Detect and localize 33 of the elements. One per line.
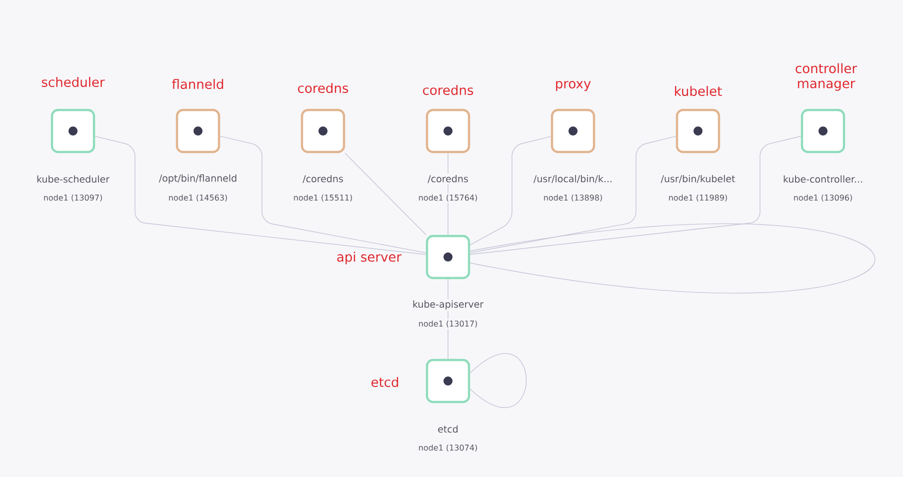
heading: etcd — [371, 376, 398, 388]
connector-line — [344, 152, 426, 236]
heading: coredns — [298, 82, 348, 94]
connector-line — [470, 136, 676, 254]
heading: flanneld — [172, 78, 224, 90]
process-name: /usr/bin/kubelet — [659, 173, 737, 185]
process-box — [300, 108, 346, 154]
process-name: /coredns — [426, 173, 470, 185]
heading: api server — [337, 252, 402, 264]
process-name: kube-apiserver — [410, 298, 486, 312]
connector-line — [470, 224, 876, 293]
process-name: etcd — [436, 424, 460, 434]
process-box — [426, 108, 470, 154]
heading: coredns — [423, 84, 474, 96]
connector-line — [470, 136, 552, 246]
heading: kubelet — [675, 86, 722, 96]
process-box — [426, 358, 470, 404]
process-box — [800, 108, 846, 154]
process-name: /usr/local/bin/k... — [532, 173, 614, 185]
heading: controller manager — [796, 63, 858, 91]
heading: scheduler — [42, 76, 105, 88]
connector-line — [470, 136, 802, 255]
process-box — [550, 108, 596, 154]
connector-line — [470, 353, 527, 408]
process-name: /opt/bin/flanneld — [157, 172, 239, 186]
process-box — [676, 108, 720, 154]
heading: proxy — [556, 81, 591, 91]
process-box — [50, 108, 96, 154]
process-name: /coredns — [301, 173, 345, 185]
connector-line — [220, 136, 426, 254]
connector-line — [94, 136, 426, 255]
process-box — [176, 108, 220, 154]
process-box — [426, 234, 470, 280]
